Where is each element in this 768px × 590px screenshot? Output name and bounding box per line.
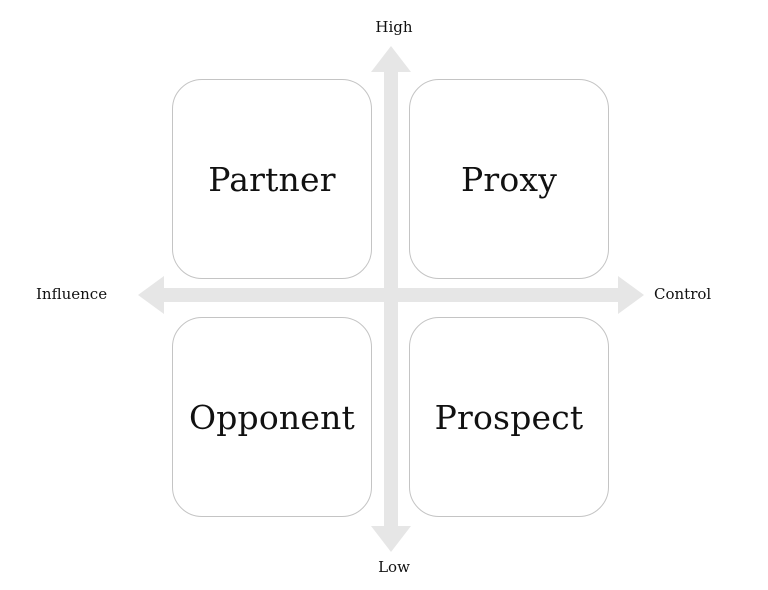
axis-label-control: Control xyxy=(654,285,712,303)
axis-label-high: High xyxy=(375,18,413,36)
quadrant-label: Prospect xyxy=(434,397,584,437)
quadrant-opponent: Opponent xyxy=(172,317,372,517)
axis-label-influence: Influence xyxy=(36,285,108,303)
up-arrowhead xyxy=(371,46,411,72)
horizontal-axis-shaft xyxy=(158,288,626,302)
axis-label-low: Low xyxy=(378,558,410,576)
down-arrowhead xyxy=(371,526,411,552)
quadrant-partner: Partner xyxy=(172,79,372,279)
quadrant-label: Partner xyxy=(208,159,336,199)
right-arrowhead xyxy=(618,276,644,314)
left-arrowhead xyxy=(138,276,164,314)
quadrant-prospect: Prospect xyxy=(409,317,609,517)
quadrant-label: Proxy xyxy=(460,159,558,199)
quadrant-proxy: Proxy xyxy=(409,79,609,279)
quadrant-label: Opponent xyxy=(188,397,356,437)
